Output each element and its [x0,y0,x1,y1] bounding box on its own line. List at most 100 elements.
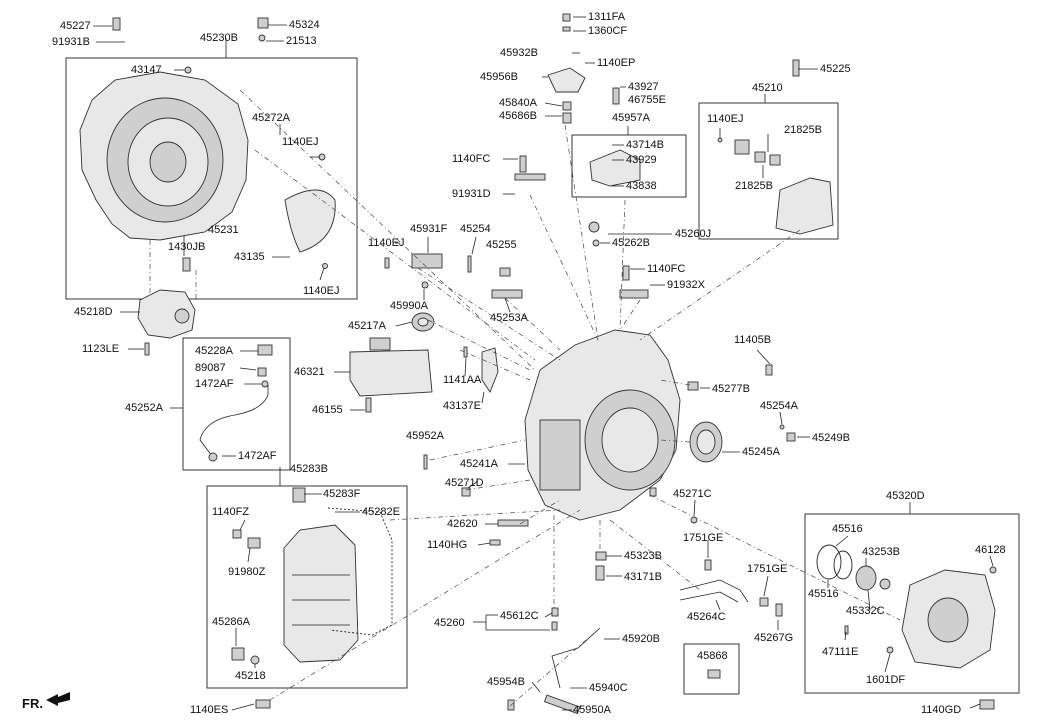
label-45940c[interactable]: 45940C [589,682,628,694]
label-45956b[interactable]: 45956B [480,71,518,83]
label-91931d[interactable]: 91931D [452,188,491,200]
label-45323b[interactable]: 45323B [624,550,662,562]
label-45920b[interactable]: 45920B [622,633,660,645]
label-45218[interactable]: 45218 [235,670,266,682]
label-45231[interactable]: 45231 [208,224,239,236]
label-45252a[interactable]: 45252A [125,402,163,414]
label-91931b[interactable]: 91931B [52,36,90,48]
label-43135[interactable]: 43135 [234,251,265,263]
label-91980z[interactable]: 91980Z [228,566,266,578]
solenoid-part [589,149,641,187]
label-45516-b[interactable]: 45516 [808,588,839,600]
label-45255[interactable]: 45255 [486,239,517,251]
label-45932b[interactable]: 45932B [500,47,538,59]
label-45271c[interactable]: 45271C [673,488,712,500]
label-1140gd[interactable]: 1140GD [921,704,962,716]
label-45253a[interactable]: 45253A [490,312,528,324]
label-1472af-a[interactable]: 1472AF [195,378,234,390]
label-45283b[interactable]: 45283B [290,463,328,475]
label-45217a[interactable]: 45217A [348,320,386,332]
label-1311fa[interactable]: 1311FA [588,11,626,23]
label-42620[interactable]: 42620 [447,518,478,530]
label-45686b[interactable]: 45686B [499,110,537,122]
label-45254a[interactable]: 45254A [760,400,798,412]
label-91932x[interactable]: 91932X [667,279,705,291]
label-45286a[interactable]: 45286A [212,616,250,628]
label-1140ej-c[interactable]: 1140EJ [368,237,405,249]
oil-pan-group-box [206,485,408,689]
label-1123le[interactable]: 1123LE [82,343,120,355]
label-45271d[interactable]: 45271D [445,477,484,489]
label-45210[interactable]: 45210 [752,82,783,94]
label-43929[interactable]: 43929 [626,154,657,166]
label-21513[interactable]: 21513 [286,35,317,47]
bell-housing-group-box [65,57,358,300]
label-1140ej-b[interactable]: 1140EJ [303,285,340,297]
label-45283f[interactable]: 45283F [323,488,361,500]
label-1140ej-a[interactable]: 1140EJ [282,136,319,148]
label-1140fz[interactable]: 1140FZ [212,506,250,518]
label-1751ge-a[interactable]: 1751GE [683,532,724,544]
label-89087[interactable]: 89087 [195,362,226,374]
bracket-43137e-part [481,347,499,393]
label-43137e[interactable]: 43137E [443,400,481,412]
label-45262b[interactable]: 45262B [612,237,650,249]
label-21825b-b[interactable]: 21825B [735,180,773,192]
label-45241a[interactable]: 45241A [460,458,498,470]
label-45840a[interactable]: 45840A [499,97,537,109]
label-1140fc-b[interactable]: 1140FC [647,263,686,275]
label-1601df[interactable]: 1601DF [866,674,906,686]
label-43171b[interactable]: 43171B [624,571,662,583]
label-21825b-a[interactable]: 21825B [784,124,822,136]
label-46755e[interactable]: 46755E [628,94,666,106]
label-45954b[interactable]: 45954B [487,676,525,688]
label-45260j[interactable]: 45260J [675,228,712,240]
label-1751ge-b[interactable]: 1751GE [747,563,788,575]
label-1141aa[interactable]: 1141AA [443,374,482,386]
label-45868[interactable]: 45868 [697,650,728,662]
label-45218d[interactable]: 45218D [74,306,113,318]
label-11405b[interactable]: 11405B [734,334,772,346]
label-45332c[interactable]: 45332C [846,605,885,617]
label-1472af-b[interactable]: 1472AF [238,450,277,462]
label-45957a[interactable]: 45957A [612,112,650,124]
label-45612c[interactable]: 45612C [500,610,539,622]
label-45254[interactable]: 45254 [460,223,491,235]
label-45260[interactable]: 45260 [434,617,465,629]
label-43714b[interactable]: 43714B [626,139,664,151]
label-1140fc-a[interactable]: 1140FC [452,153,491,165]
label-45267g[interactable]: 45267G [754,632,794,644]
label-1430jb[interactable]: 1430JB [168,241,206,253]
label-45227[interactable]: 45227 [60,20,91,32]
label-45272a[interactable]: 45272A [252,112,290,124]
label-45230b[interactable]: 45230B [200,32,238,44]
label-45228a[interactable]: 45228A [195,345,233,357]
label-43147[interactable]: 43147 [131,64,162,76]
label-45950a[interactable]: 45950A [573,704,611,716]
label-43838[interactable]: 43838 [626,180,657,192]
label-45931f[interactable]: 45931F [410,223,448,235]
label-45225[interactable]: 45225 [820,63,851,75]
label-43927[interactable]: 43927 [628,81,659,93]
label-45320d[interactable]: 45320D [886,490,925,502]
label-45516-a[interactable]: 45516 [832,523,863,535]
label-47111e[interactable]: 47111E [822,646,859,658]
label-1140es[interactable]: 1140ES [190,704,229,716]
label-45282e[interactable]: 45282E [362,506,400,518]
label-45249b[interactable]: 45249B [812,432,850,444]
label-1140ej-d[interactable]: 1140EJ [707,113,744,125]
label-1140ep[interactable]: 1140EP [597,57,636,69]
label-43253b[interactable]: 43253B [862,546,900,558]
label-46155[interactable]: 46155 [312,404,343,416]
label-1140hg[interactable]: 1140HG [427,539,468,551]
label-46128[interactable]: 46128 [975,544,1006,556]
label-45324[interactable]: 45324 [289,19,320,31]
label-45245a[interactable]: 45245A [742,446,780,458]
label-45277b[interactable]: 45277B [712,383,750,395]
assembly-lines [149,89,901,707]
label-45952a[interactable]: 45952A [406,430,444,442]
label-1360cf[interactable]: 1360CF [588,25,628,37]
label-45264c[interactable]: 45264C [687,611,726,623]
label-46321[interactable]: 46321 [294,366,325,378]
label-45990a[interactable]: 45990A [390,300,428,312]
